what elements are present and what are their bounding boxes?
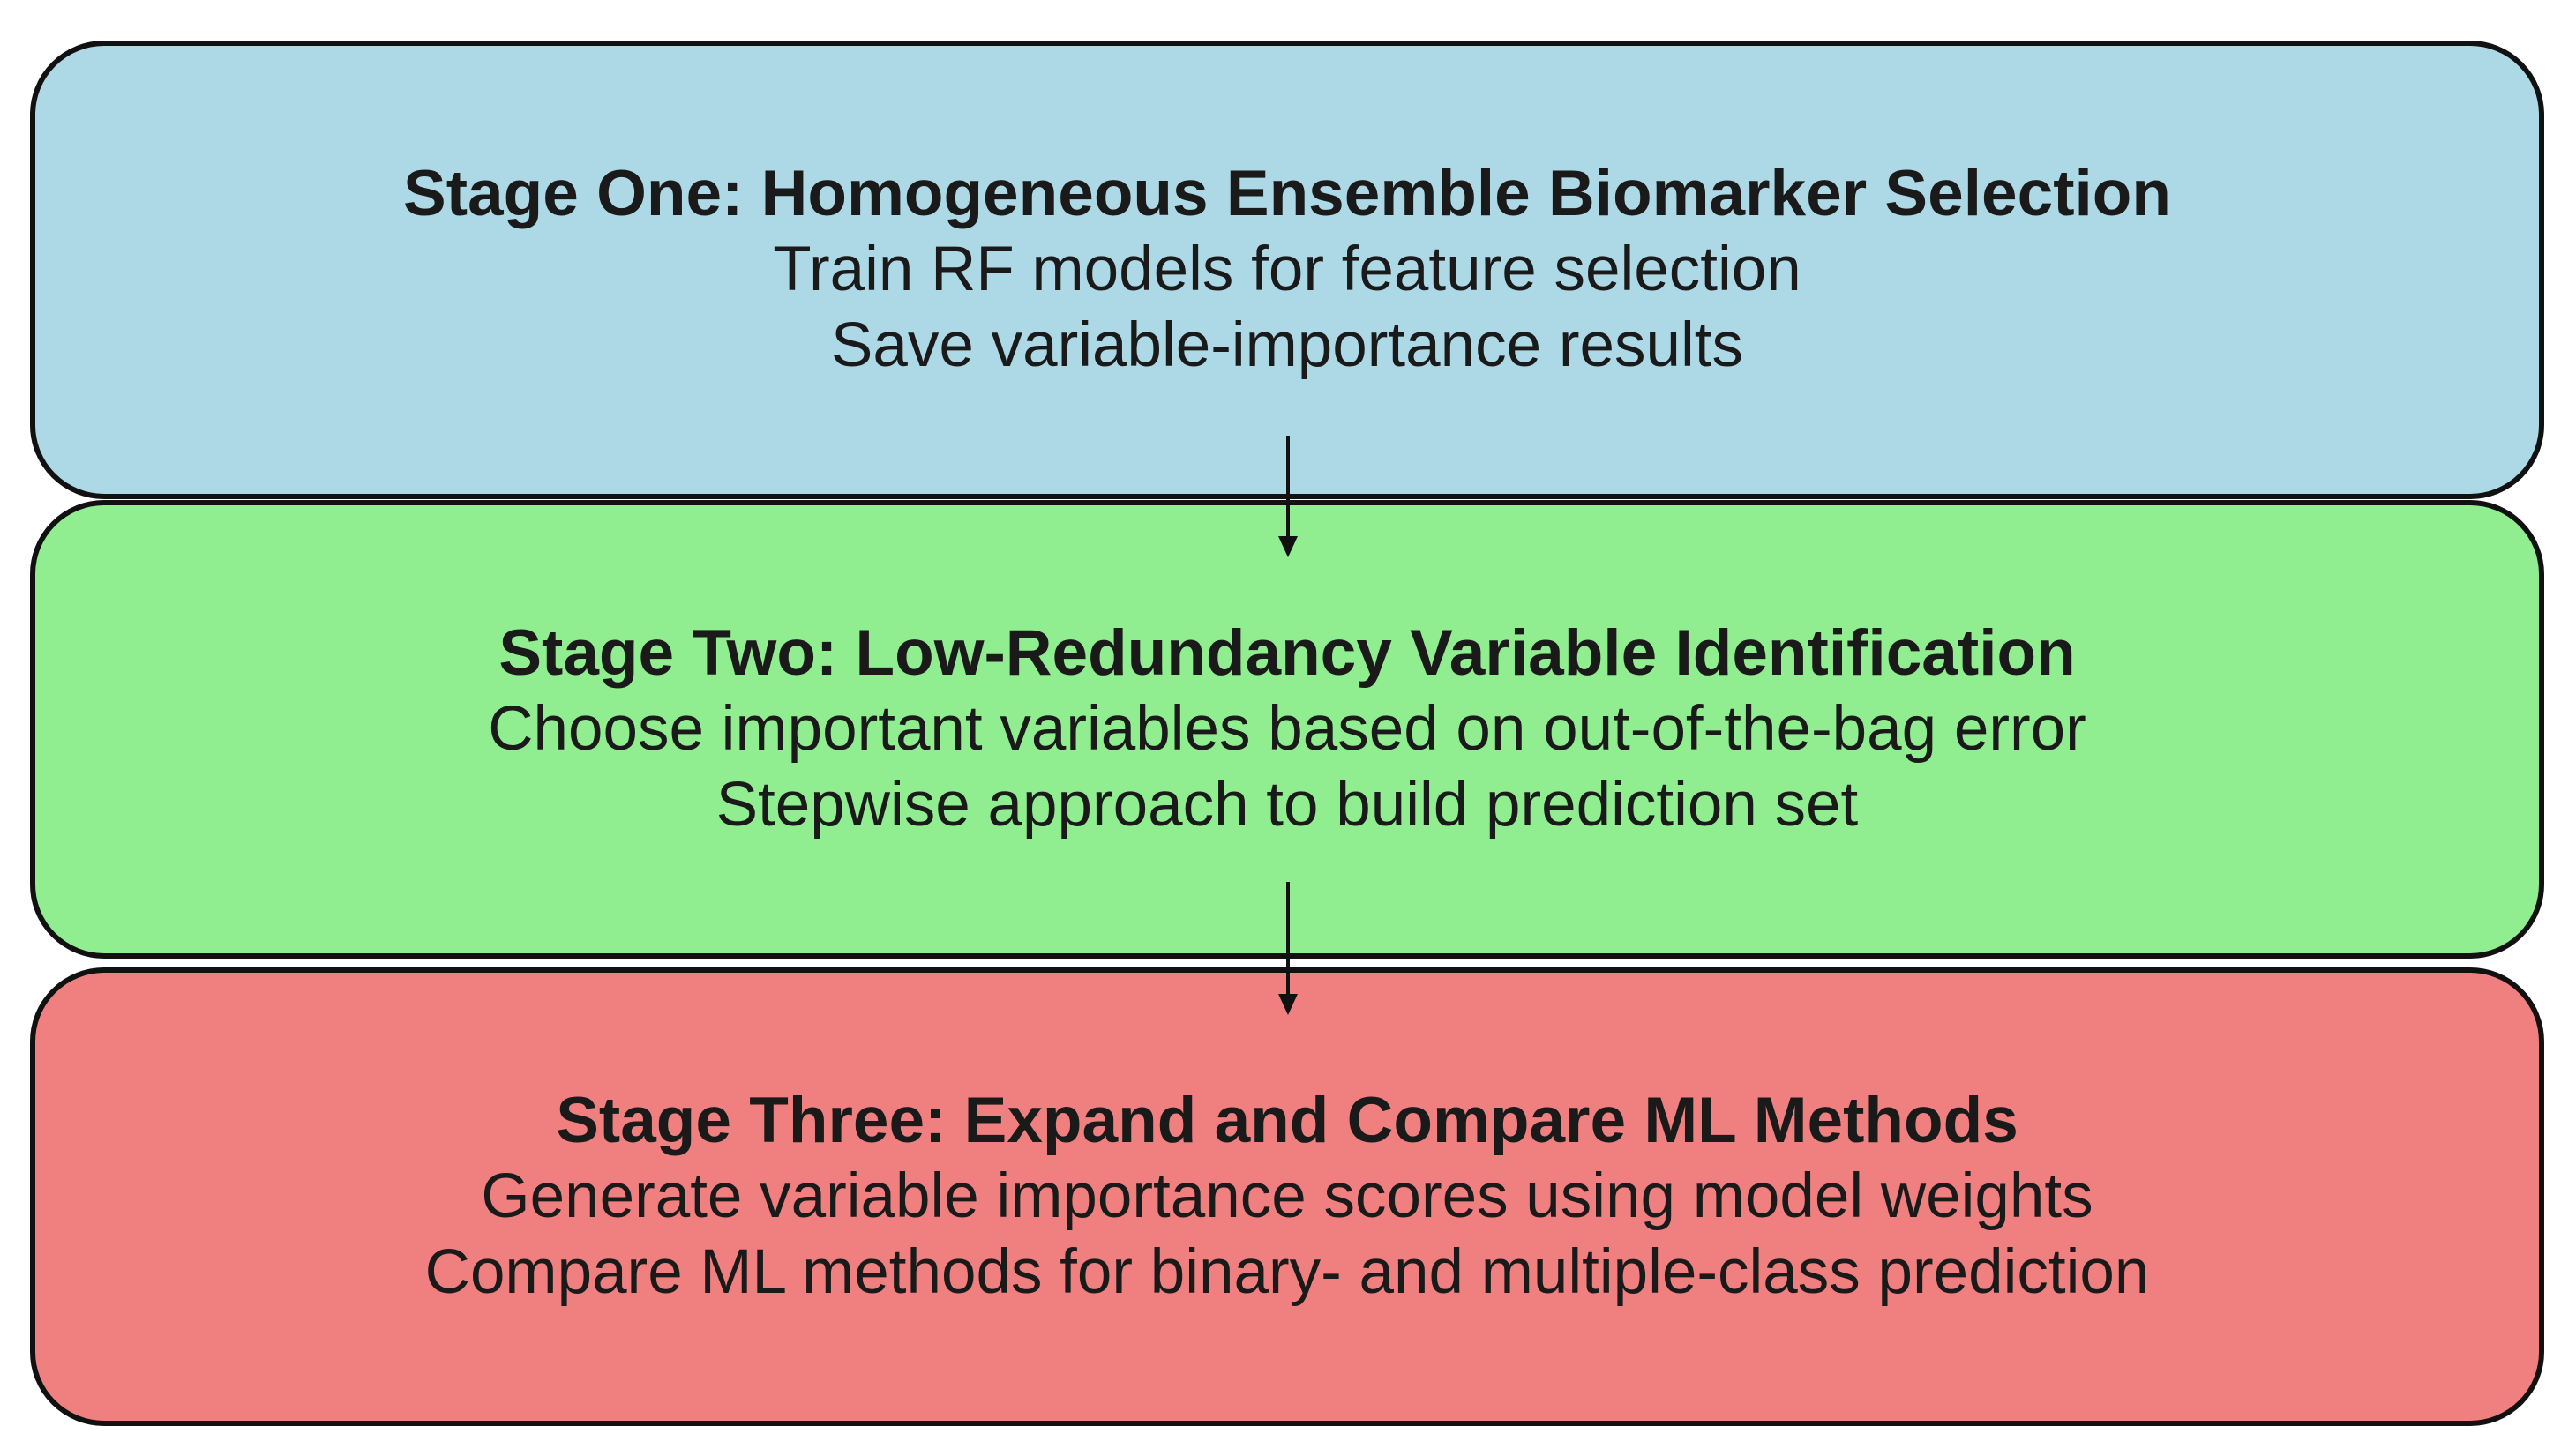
stage-three-line-2: Compare ML methods for binary- and multi… bbox=[424, 1237, 2150, 1307]
stage-three-title: Stage Three: Expand and Compare ML Metho… bbox=[556, 1085, 2018, 1156]
stage-one-line-1: Train RF models for feature selection bbox=[773, 235, 1801, 304]
stage-one-line-2: Save variable-importance results bbox=[831, 310, 1743, 380]
stage-one-title: Stage One: Homogeneous Ensemble Biomarke… bbox=[403, 158, 2171, 229]
stage-one-box: Stage One: Homogeneous Ensemble Biomarke… bbox=[30, 41, 2544, 499]
stage-two-line-2: Stepwise approach to build prediction se… bbox=[715, 770, 1859, 840]
stage-three-line-1: Generate variable importance scores usin… bbox=[481, 1161, 2093, 1231]
stage-two-box: Stage Two: Low-Redundancy Variable Ident… bbox=[30, 500, 2544, 959]
stage-three-box: Stage Three: Expand and Compare ML Metho… bbox=[30, 967, 2544, 1426]
stage-two-line-1: Choose important variables based on out-… bbox=[488, 694, 2086, 764]
stage-two-title: Stage Two: Low-Redundancy Variable Ident… bbox=[498, 617, 2076, 689]
